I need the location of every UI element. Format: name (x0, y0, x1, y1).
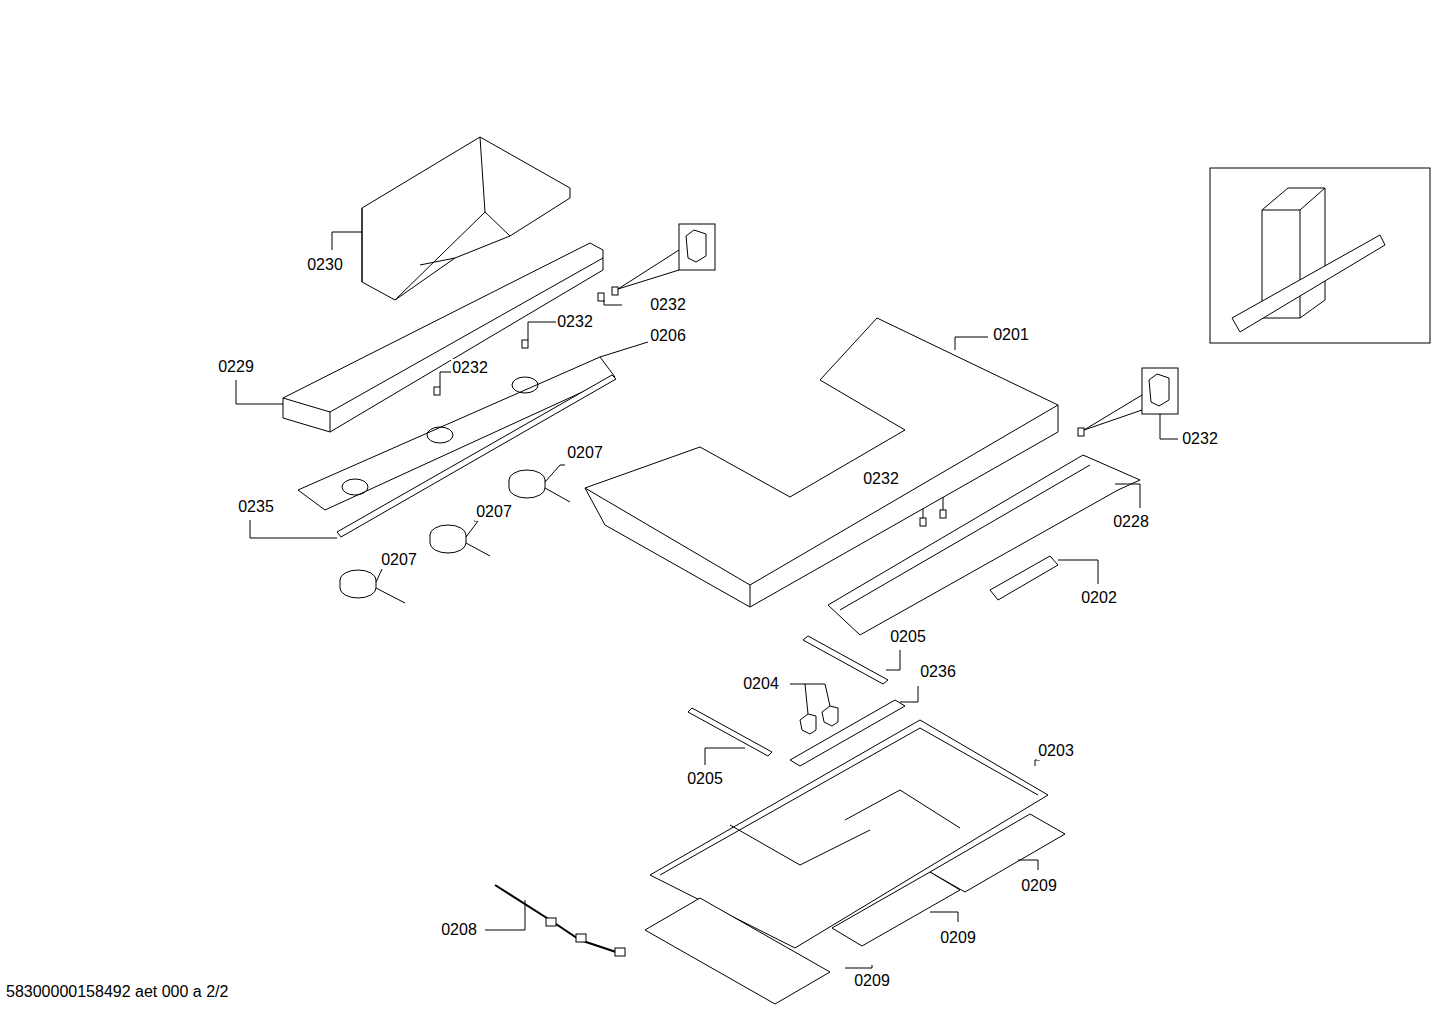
callout-number: 0205 (889, 628, 927, 646)
callout-number: 0204 (742, 675, 780, 693)
callout-number: 0230 (306, 256, 344, 274)
callout-number: 0206 (649, 327, 687, 345)
callout-number: 0207 (566, 444, 604, 462)
callout-number: 0232 (862, 470, 900, 488)
callout-number: 0232 (649, 296, 687, 314)
callout-number: 0229 (217, 358, 255, 376)
callout-number: 0207 (475, 503, 513, 521)
callout-number: 0205 (686, 770, 724, 788)
callout-number: 0209 (853, 972, 891, 990)
callout-number: 0208 (440, 921, 478, 939)
callout-number: 0203 (1037, 742, 1075, 760)
callout-number: 0232 (1181, 430, 1219, 448)
callout-number: 0207 (380, 551, 418, 569)
callout-number: 0228 (1112, 513, 1150, 531)
callout-number: 0209 (1020, 877, 1058, 895)
callout-number: 0236 (919, 663, 957, 681)
document-code: 58300000158492 aet 000 a 2/2 (5, 983, 229, 1001)
callout-number: 0232 (451, 359, 489, 377)
callout-number: 0232 (556, 313, 594, 331)
callout-number: 0235 (237, 498, 275, 516)
callout-number: 0202 (1080, 589, 1118, 607)
callout-number: 0209 (939, 929, 977, 947)
callout-number: 0201 (992, 326, 1030, 344)
